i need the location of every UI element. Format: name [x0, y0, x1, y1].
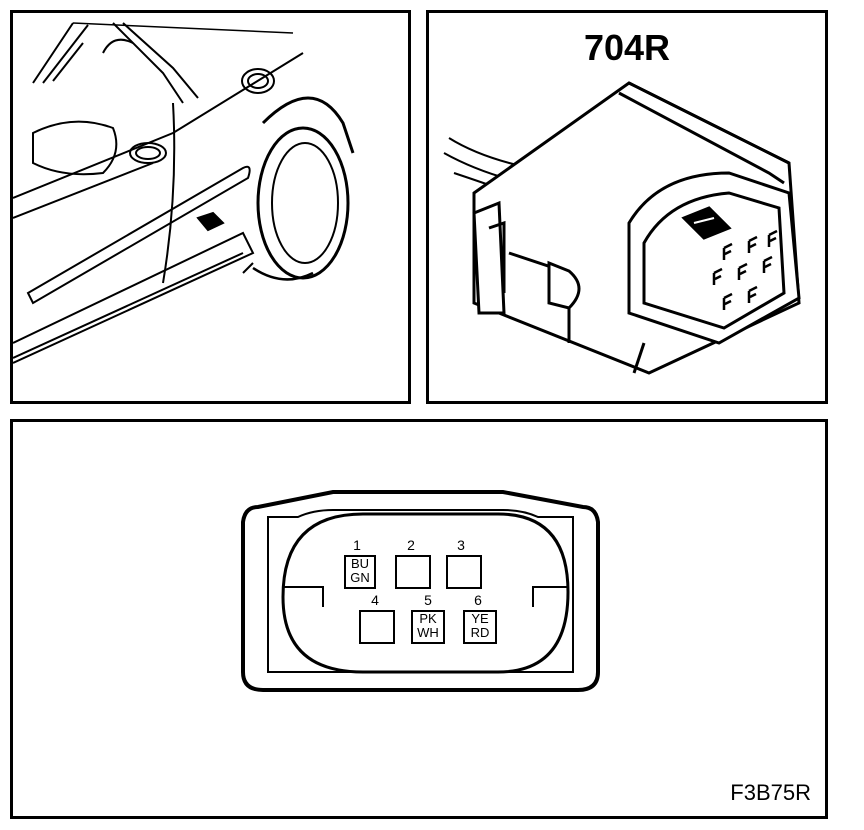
connector-face-outline — [241, 490, 600, 692]
pin-3-number: 3 — [457, 537, 465, 553]
pin-1-wire-color-1: BU — [350, 556, 370, 571]
pin-4-number: 4 — [371, 592, 379, 608]
connector-illustration — [443, 81, 801, 375]
car-location-panel — [10, 10, 411, 404]
pin-6-cavity: YE RD — [463, 610, 497, 644]
pin-1-cavity: BU GN — [344, 555, 376, 589]
connector-title: 704R — [583, 27, 671, 68]
pin-3-cavity — [446, 555, 482, 589]
pin-6-number: 6 — [474, 592, 482, 608]
pin-6-wire-color-1: YE — [471, 611, 489, 626]
pin-2-number: 2 — [407, 537, 415, 553]
pinout-panel: 1 BU GN 2 3 4 5 PK WH 6 YE RD F3B75R — [10, 419, 828, 819]
pin-1-number: 1 — [353, 537, 361, 553]
figure-code: F3B75R — [730, 780, 811, 805]
connector-panel: 704R — [426, 10, 828, 404]
pin-2-cavity — [395, 555, 431, 589]
pin-6-wire-color-2: RD — [470, 625, 490, 640]
pin-5-number: 5 — [424, 592, 432, 608]
pin-5-wire-color-2: WH — [417, 625, 439, 640]
pin-1-wire-color-2: GN — [350, 570, 370, 585]
pin-5-cavity: PK WH — [411, 610, 445, 644]
pin-5-wire-color-1: PK — [419, 611, 437, 626]
car-door-illustration — [13, 22, 355, 364]
pin-4-cavity — [359, 610, 395, 644]
